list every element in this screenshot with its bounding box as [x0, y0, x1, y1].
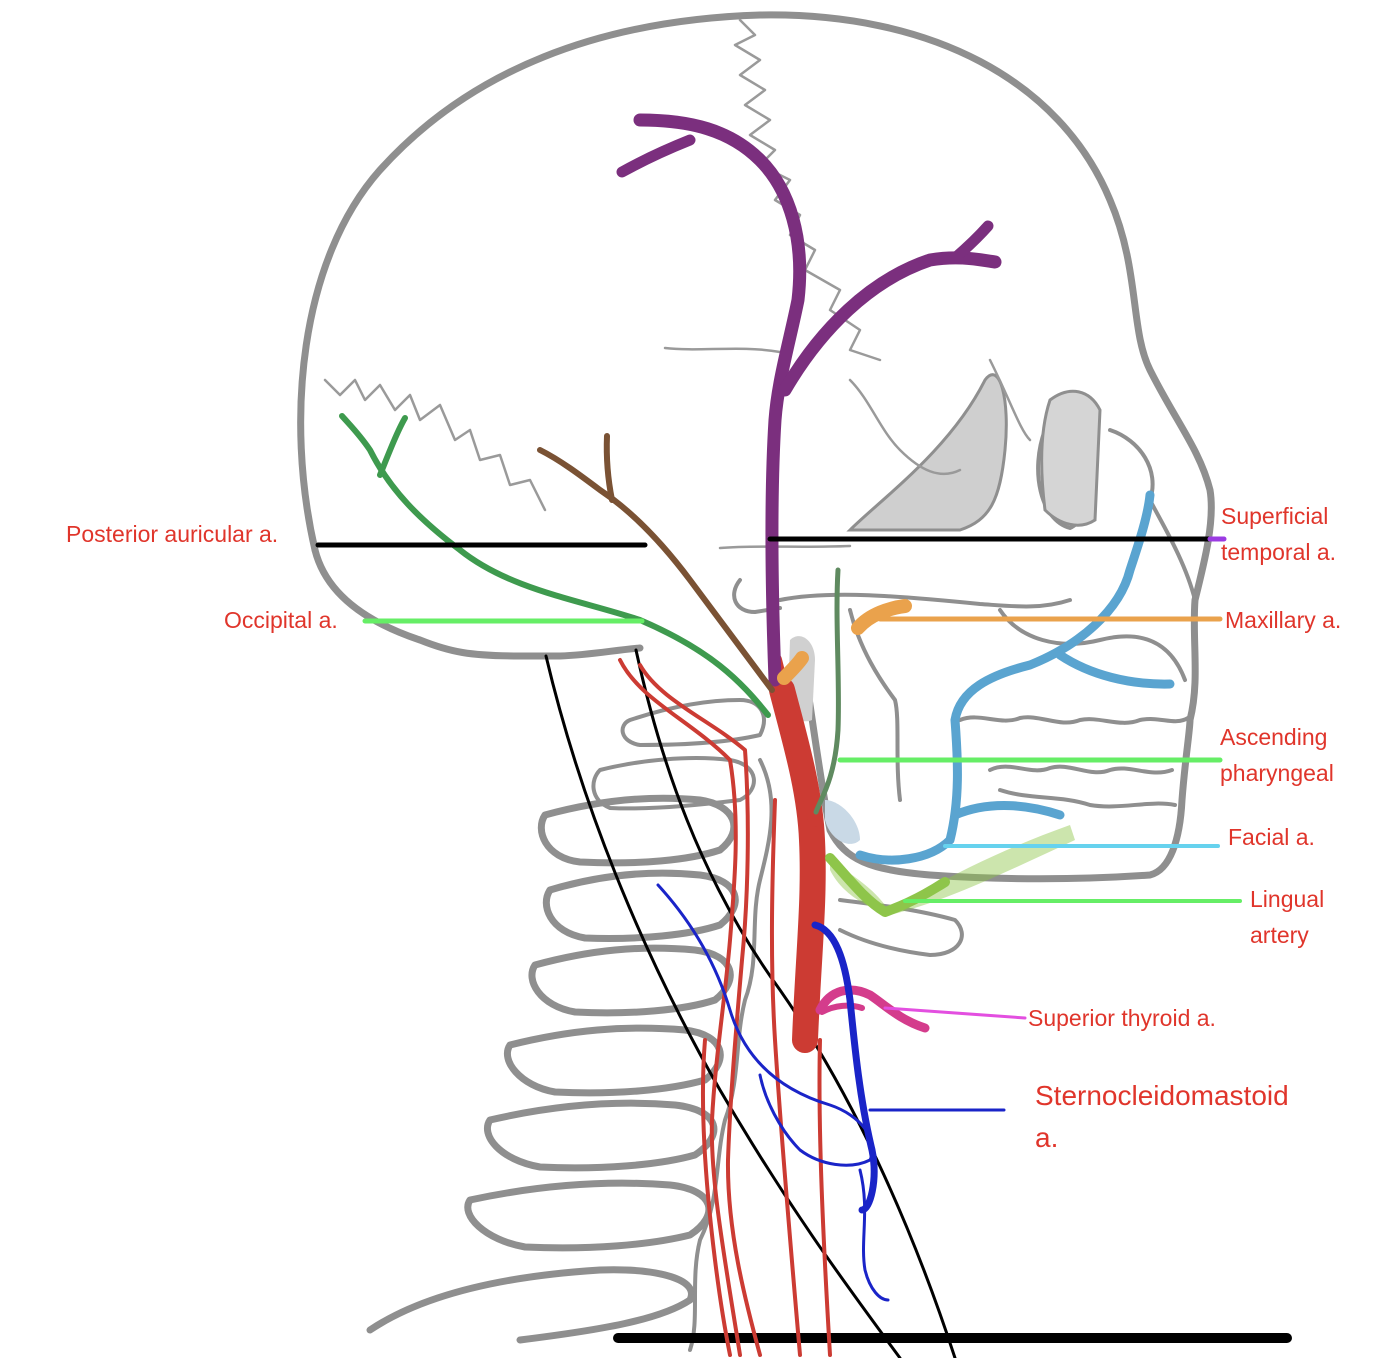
posterior-neck-line [544, 654, 902, 1360]
c4-vertebra [542, 869, 739, 942]
facial-label: Facial a. [1228, 824, 1315, 850]
posterior-auricular-label: Posterior auricular a. [66, 521, 279, 547]
occipital-label: Occipital a. [224, 607, 338, 633]
cranium-outline [297, 11, 1215, 724]
c3-vertebra [537, 794, 738, 867]
sphenoid-shade [846, 373, 1008, 532]
superficial-temporal-label: Superficial temporal a. [1221, 503, 1337, 565]
posterior-auricular-branch [377, 415, 408, 478]
leader-lines [315, 536, 1242, 1112]
deep-cervical-artery [701, 1038, 732, 1357]
facial-artery-inferior-branch [950, 801, 1065, 820]
lingual-label: Lingual artery [1250, 886, 1325, 948]
sutures [323, 18, 1032, 550]
facial-artery-labial-branch [1055, 650, 1175, 689]
temporal-line [718, 544, 852, 550]
t1-vertebra [464, 1179, 713, 1252]
ascending-pharyngeal-label: Ascending pharyngeal [1220, 724, 1334, 786]
superior-thyroid-branch [819, 1002, 865, 1015]
squamous-suture [663, 346, 782, 354]
maxilla [998, 608, 1187, 682]
sternocleidomastoid-artery [811, 921, 878, 1214]
sphenoparietal-suture [988, 358, 1032, 442]
maxillary-artery [851, 599, 912, 635]
sternocleidomastoid-label: Sternocleidomastoid a. [1035, 1080, 1289, 1153]
zygomatic-arch [778, 592, 1072, 609]
c7-vertebra [484, 1099, 718, 1172]
teeth-row-lower [998, 788, 1177, 809]
mandible [796, 636, 1194, 883]
upper-teeth [958, 715, 1190, 725]
neck-contours [544, 648, 1292, 1360]
vertebral-bodies [688, 758, 774, 1352]
mandible-ramus [848, 608, 902, 802]
superficial-temporal-frontal-branch [778, 251, 1002, 397]
superficial-temporal-twig-2 [949, 220, 994, 264]
vertebral-artery-1 [618, 658, 742, 1357]
superior-thyroid-label: Superior thyroid a. [1028, 1005, 1216, 1031]
c6-vertebra [503, 1024, 724, 1097]
mastoid-process [732, 578, 782, 614]
maxillary-artery-origin [777, 651, 809, 685]
c5-vertebra [528, 944, 734, 1017]
occipital-artery-branch [603, 433, 615, 503]
superior-thyroid-leader [883, 1006, 1027, 1020]
vertebral-artery-2 [638, 663, 762, 1357]
lambdoid-suture [323, 378, 547, 512]
cervical-spine [366, 698, 964, 1352]
ascending-pharyngeal-artery [813, 567, 841, 815]
t2-vertebra [366, 1266, 695, 1344]
lingual-artery [825, 853, 950, 917]
sternocleidomastoid-branch-2 [858, 1168, 890, 1302]
superior-thyroid-artery [815, 985, 930, 1033]
orbit-shade [1040, 389, 1102, 527]
ascending-cervical-artery [769, 798, 802, 1357]
superficial-temporal-twig-1 [616, 134, 696, 178]
nasal-area [1108, 428, 1197, 602]
occipital-artery [537, 447, 775, 693]
inferior-thyroid-branch [817, 1038, 832, 1357]
hyoid-shade [825, 800, 860, 844]
sternocleidomastoid-branch-1 [656, 883, 875, 1167]
atlas-vertebra [620, 698, 766, 747]
skull [297, 11, 1215, 883]
maxillary-label: Maxillary a. [1225, 607, 1342, 633]
pterion-suture [848, 378, 962, 476]
lower-teeth [988, 764, 1174, 775]
anterior-neck-line [634, 648, 957, 1360]
superficial-temporal-artery [633, 113, 807, 687]
posterior-auricular-artery [339, 413, 771, 718]
occipital-base [311, 546, 644, 660]
